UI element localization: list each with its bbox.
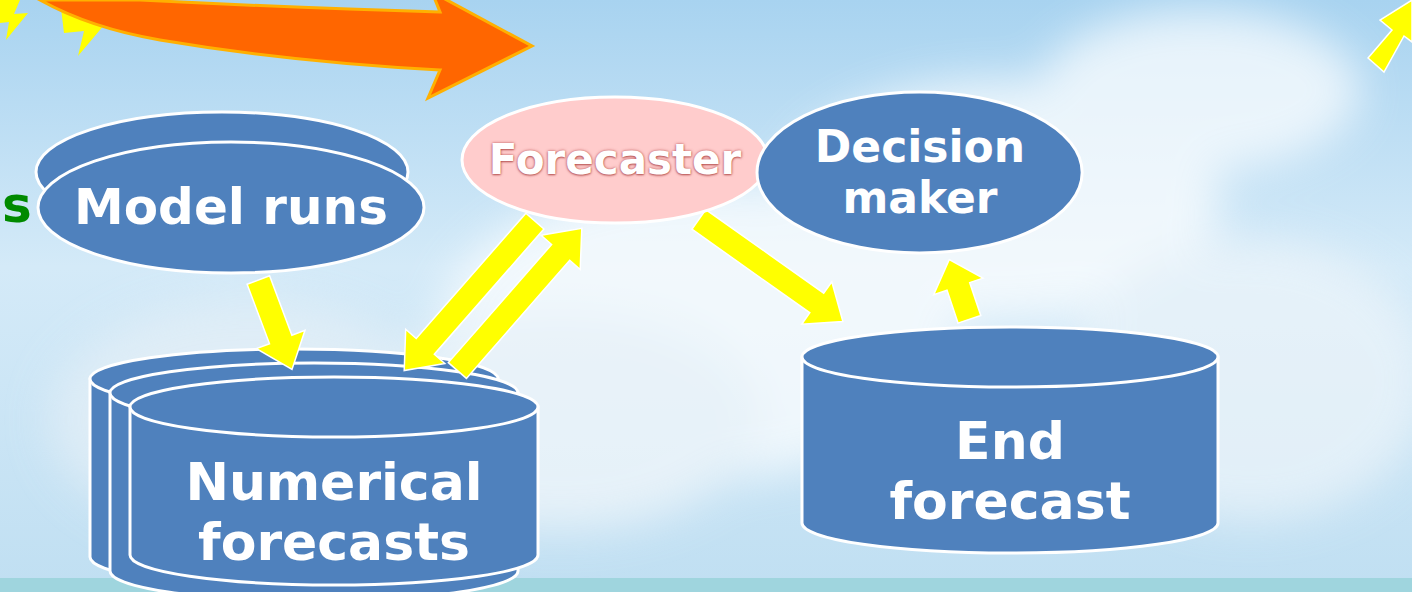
cropped-text: s	[2, 176, 32, 234]
node-text: Decision maker	[800, 122, 1040, 223]
block-arrow	[247, 276, 305, 370]
node-text: Numerical forecasts	[154, 453, 514, 573]
output-arrow	[1368, 0, 1412, 72]
lightning-bolt	[0, 0, 28, 40]
block-arrow	[934, 260, 983, 324]
node-text: End forecast	[860, 412, 1160, 532]
actor-ellipse: Decision maker	[755, 90, 1084, 255]
process-ellipse: Model runs	[36, 140, 426, 275]
input-arrow	[40, 0, 532, 98]
block-arrow	[404, 213, 544, 370]
data-cylinder: End forecast	[800, 325, 1220, 555]
data-cylinder: Numerical forecasts	[128, 375, 540, 587]
actor-ellipse: Forecaster	[460, 95, 770, 225]
node-text: Forecaster	[489, 136, 742, 184]
node-text: Model runs	[74, 179, 388, 237]
